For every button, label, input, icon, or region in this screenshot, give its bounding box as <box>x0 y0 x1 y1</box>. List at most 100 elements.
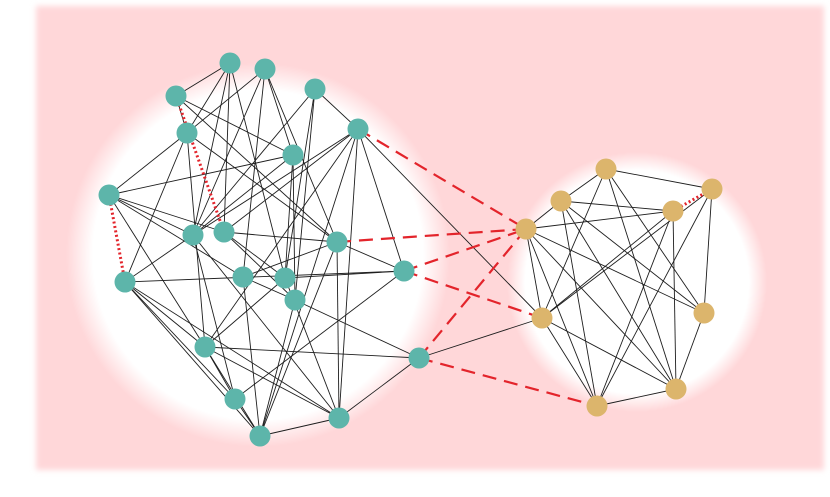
edge <box>204 277 286 348</box>
edge <box>108 194 225 233</box>
node-cluster-b <box>665 378 687 400</box>
edge <box>259 417 340 437</box>
node-cluster-b <box>550 190 572 212</box>
edge <box>124 234 194 283</box>
edge <box>541 317 598 407</box>
edge <box>605 168 705 314</box>
edge <box>108 194 244 278</box>
edge <box>605 168 713 190</box>
node-cluster-a <box>282 144 304 166</box>
node-cluster-a <box>274 267 296 289</box>
edge <box>541 168 607 319</box>
dotted-red-edge <box>107 194 127 283</box>
edge <box>192 154 294 236</box>
edge <box>560 200 705 314</box>
edge <box>284 154 294 279</box>
node-cluster-a <box>194 336 216 358</box>
edge <box>186 132 338 243</box>
edge <box>192 234 340 419</box>
edge <box>223 231 286 279</box>
node-cluster-b <box>595 158 617 180</box>
edge <box>186 62 231 134</box>
edge <box>541 317 677 390</box>
node-cluster-a <box>224 388 246 410</box>
edge <box>264 68 294 156</box>
cluster-a-glow <box>66 63 450 447</box>
edge <box>124 281 206 348</box>
node-cluster-a <box>254 58 276 80</box>
edge <box>175 95 294 156</box>
edge <box>192 234 236 400</box>
edge <box>672 210 677 390</box>
edge <box>357 128 543 319</box>
edge <box>192 62 231 236</box>
node-cluster-a <box>347 118 369 140</box>
node-cluster-b <box>531 307 553 329</box>
node-cluster-a <box>219 52 241 74</box>
node-cluster-a <box>284 289 306 311</box>
edge <box>596 188 713 407</box>
edge <box>294 299 420 359</box>
edge <box>223 231 338 243</box>
edge <box>242 276 261 437</box>
edge <box>223 231 296 301</box>
node-cluster-a <box>326 231 348 253</box>
edge <box>525 228 705 314</box>
node-cluster-a <box>213 221 235 243</box>
edge <box>242 241 338 278</box>
node-cluster-a <box>393 260 415 282</box>
edge <box>124 281 340 419</box>
edge <box>525 210 674 230</box>
edge <box>192 128 359 236</box>
edge <box>525 228 543 319</box>
node-cluster-b <box>701 178 723 200</box>
edge <box>124 270 405 283</box>
dashed-red-edge <box>418 228 527 359</box>
dashed-red-edge <box>357 128 527 230</box>
node-cluster-a <box>328 407 350 429</box>
node-cluster-a <box>98 184 120 206</box>
edge <box>284 88 316 279</box>
node-cluster-a <box>249 425 271 447</box>
dashed-red-edge <box>403 269 543 320</box>
edge <box>192 68 266 236</box>
nodes <box>98 52 723 447</box>
edge <box>525 228 598 407</box>
edge <box>259 299 296 437</box>
edge <box>596 210 674 407</box>
edge <box>124 281 236 400</box>
edge <box>108 194 194 236</box>
edge <box>675 312 705 390</box>
edge <box>560 200 674 212</box>
edge <box>703 188 713 314</box>
node-cluster-a <box>165 85 187 107</box>
edge <box>338 357 420 419</box>
edge <box>223 62 231 233</box>
node-cluster-b <box>693 302 715 324</box>
node-cluster-a <box>304 78 326 100</box>
edge <box>242 68 266 278</box>
node-cluster-a <box>232 266 254 288</box>
dashed-red-edge <box>418 356 598 408</box>
edge <box>204 346 340 419</box>
node-cluster-a <box>182 224 204 246</box>
edge <box>596 388 677 407</box>
cluster-b-glow <box>507 152 767 412</box>
edge <box>541 188 713 319</box>
edge <box>124 132 188 283</box>
edge <box>560 200 677 390</box>
edge <box>336 241 405 272</box>
node-cluster-b <box>586 395 608 417</box>
cluster-glows <box>66 63 767 447</box>
edge <box>108 132 188 196</box>
edge <box>418 317 543 359</box>
dotted-red-edge <box>174 95 226 233</box>
edge <box>175 95 338 243</box>
node-cluster-a <box>408 347 430 369</box>
edge <box>108 194 206 348</box>
edge <box>204 128 359 348</box>
edge <box>186 68 266 134</box>
edge <box>204 346 420 359</box>
edge <box>336 241 340 419</box>
